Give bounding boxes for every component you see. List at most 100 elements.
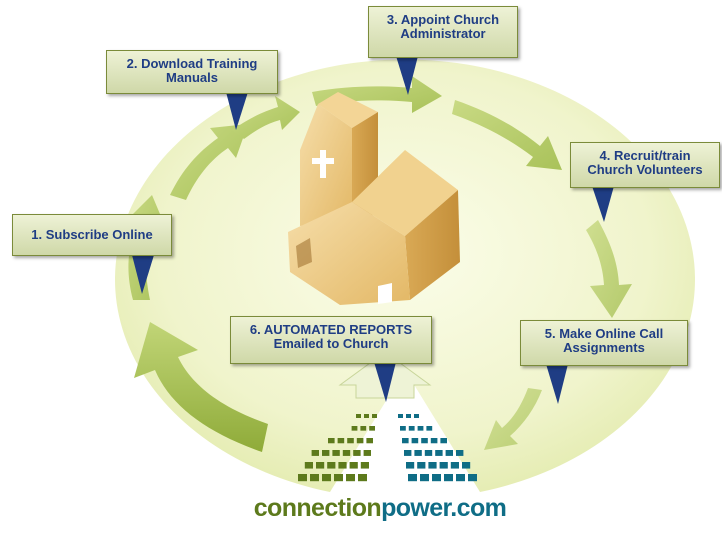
logo-grid-cell [414,414,419,418]
step-text: Recruit/train [613,148,691,163]
step-4-line-1: 4. Recruit/train [579,149,711,163]
logo-grid-cell [411,438,419,444]
step-text: Subscribe Online [45,227,153,242]
step-4-line-2: Church Volunteers [587,162,703,177]
logo-grid-cell [406,462,415,469]
logo-grid-cell [351,426,358,431]
logo-grid-cell [432,474,441,482]
logo-grid-cell [417,426,424,431]
logo-grid-cell [406,414,411,418]
logo-grid-cell [364,414,369,418]
logo-grid-cell [311,450,319,456]
logo-grid-cell [322,474,331,482]
logo-grid-cell [414,450,422,456]
step-1-label: 1. Subscribe Online [21,221,163,249]
logo-grid-cell [366,438,373,444]
step-5-make-online-call-assignments: 5. Make Online Call Assignments [520,320,688,366]
step-number: 6. [249,322,261,337]
cycle-arrow-segment [484,388,542,450]
logo-grid-cell [421,438,428,444]
logo-grid-icon [298,414,477,482]
logo-grid-cell [456,474,465,482]
callout-pointer [226,92,248,130]
step-3-appoint-church-administrator: 3. Appoint Church Administrator [368,6,518,58]
step-number: 1. [31,227,43,242]
logo-grid-cell [310,474,319,482]
logo-grid-cell [332,450,340,456]
callout-pointer [546,364,568,404]
logo-grid-cell [356,414,361,418]
logo-grid-cell [402,438,409,444]
logo-grid-cell [444,474,453,482]
step-text: Download Training [141,56,258,71]
logo-grid-cell [400,426,406,431]
cycle-arrow-segment [170,124,248,200]
logo-grid-cell [445,450,453,456]
logo-grid-cell [408,474,417,482]
step-2-line-1: 2. Download Training [115,57,269,71]
brand-part-power: power.com [381,494,507,522]
logo-grid-cell [322,450,330,456]
logo-grid-cell [439,462,448,469]
step-5-line-2: Assignments [563,340,645,355]
logo-grid-cell [372,414,377,418]
logo-grid-cell [328,438,335,444]
logo-grid-cell [440,438,447,444]
logo-grid-cell [298,474,307,482]
logo-grid-cell [349,462,358,469]
callout-pointer [132,255,154,294]
logo-grid-cell [363,450,371,456]
logo-grid-cell [337,438,345,444]
logo-grid-cell [404,450,412,456]
callout-pointer [592,186,614,222]
cycle-arrow-segment [452,100,562,170]
logo-grid-cell [334,474,343,482]
logo-grid-cell [420,474,429,482]
logo-grid-cell [430,438,438,444]
church-icon [288,92,460,305]
logo-grid-cell [338,462,347,469]
step-number: 3. [386,12,398,27]
logo-grid-cell [347,438,354,444]
step-2-download-training-manuals: 2. Download Training Manuals [106,50,278,94]
logo-grid-cell [304,462,313,469]
step-3-line-1: 3. Appoint Church [377,13,509,27]
step-4-recruit-train-volunteers: 4. Recruit/train Church Volunteers [570,142,720,188]
logo-grid-cell [327,462,336,469]
step-number: 5. [544,326,556,341]
brand-part-connection: connection [253,494,382,522]
brand-logo-text[interactable]: connectionpower.com [250,494,510,523]
callout-pointer [396,56,418,95]
logo-grid-cell [356,438,364,444]
logo-grid-cell [450,462,459,469]
cross-icon [312,150,334,178]
step-text: AUTOMATED REPORTS [263,322,413,337]
callout-pointers [132,56,614,404]
cycle-arrow-segment [586,220,632,318]
callout-pointer [374,362,396,402]
logo-grid-cell [408,426,415,431]
step-3-line-2: Administrator [400,26,486,41]
step-6-automated-reports: 6. AUTOMATED REPORTS Emailed to Church [230,316,432,364]
logo-grid-cell [360,426,367,431]
step-2-line-2: Manuals [165,70,218,85]
logo-grid-cell [417,462,426,469]
logo-grid-cell [358,474,367,482]
logo-grid-cell [369,426,375,431]
cycle-arrow-segment [232,96,300,139]
logo-grid-cell [353,450,361,456]
logo-grid-cell [398,414,403,418]
logo-grid-cell [424,450,433,456]
step-1-subscribe-online: 1. Subscribe Online [12,214,172,256]
step-text: Make Online Call [559,326,664,341]
step-number: 4. [599,148,611,163]
step-6-line-2: Emailed to Church [273,336,389,351]
logo-grid-cell [316,462,325,469]
logo-grid-cell [360,462,369,469]
logo-grid-cell [435,450,443,456]
logo-grid-cell [346,474,355,482]
cycle-arrow-segment [312,76,442,113]
step-6-line-1: 6. AUTOMATED REPORTS [239,323,423,337]
